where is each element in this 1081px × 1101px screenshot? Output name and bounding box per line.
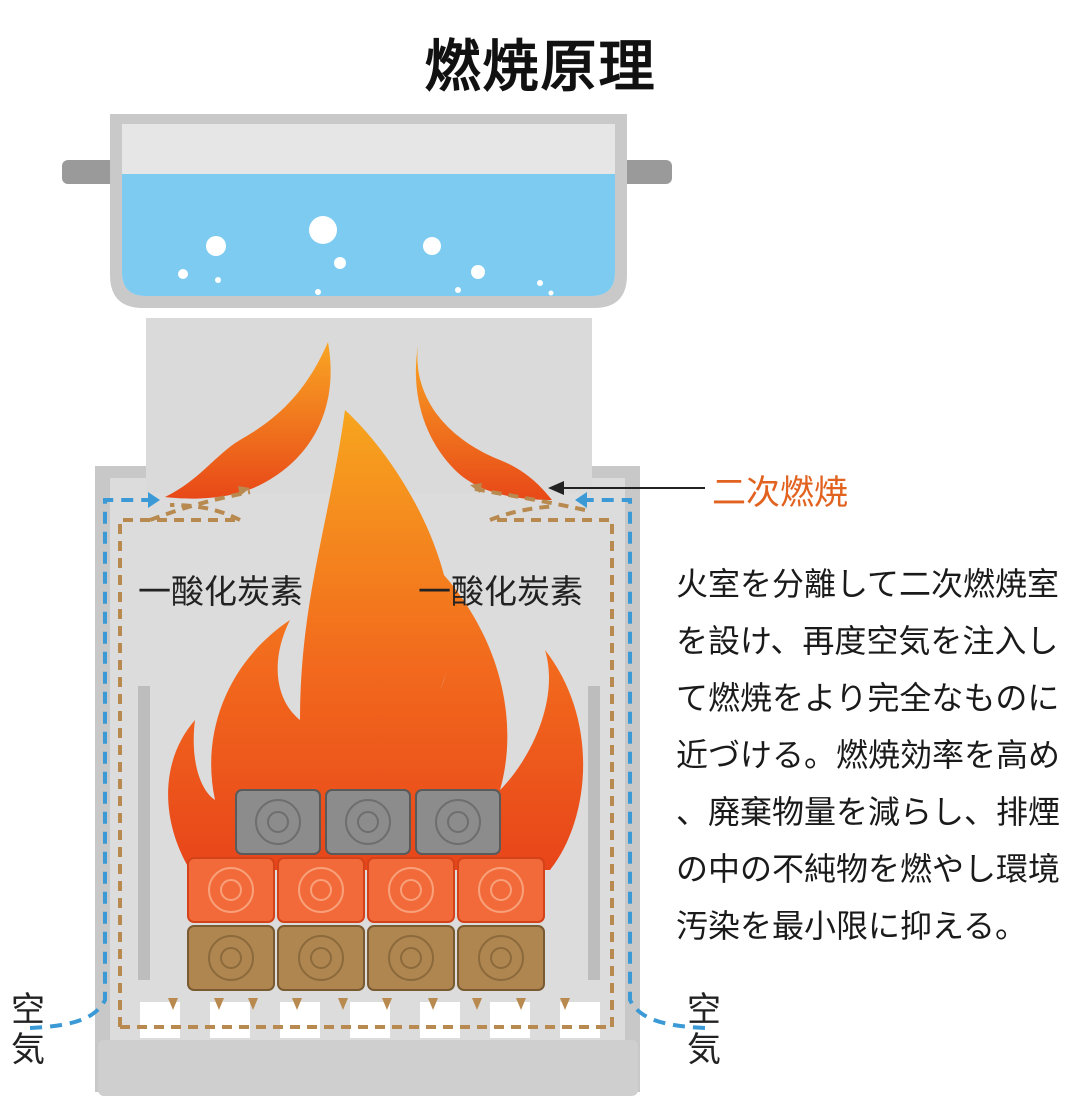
- air-flow-lines: [29, 498, 706, 1030]
- fresh-logs: [187, 925, 545, 991]
- description-line: 汚染を最小限に抑える。: [676, 907, 1028, 945]
- page-title: 燃焼原理: [424, 35, 657, 100]
- carbon-monoxide-label-right: 一酸化炭素: [418, 572, 583, 611]
- air-label-right-char2: 気: [687, 1030, 721, 1070]
- description-line: 火室を分離して二次燃焼室: [676, 565, 1060, 603]
- air-label-left: 空 気: [8, 990, 48, 1070]
- burning-logs: [187, 857, 545, 923]
- cooking-pot: [62, 114, 672, 308]
- air-flow-arrows: [148, 492, 587, 508]
- carbon-monoxide-label-left: 一酸化炭素: [138, 572, 303, 611]
- gas-flow-arrows: [168, 483, 570, 1010]
- ash-logs: [235, 789, 501, 855]
- secondary-flame-left: [165, 342, 331, 499]
- air-label-right-char1: 空: [687, 990, 721, 1030]
- description-line: て燃焼をより完全なものに: [676, 679, 1060, 717]
- stove-base: [98, 1040, 638, 1096]
- description-line: 近づける。燃焼効率を高め: [676, 736, 1061, 774]
- secondary-combustion-label: 二次燃焼: [712, 473, 848, 513]
- air-label-left-char2: 気: [11, 1030, 45, 1070]
- secondary-combustion-pointer: [548, 481, 705, 495]
- description: 火室を分離して二次燃焼室 を設け、再度空気を注入し て燃焼をより完全なものに 近…: [676, 556, 1076, 955]
- description-line: の中の不純物を燃やし環境: [676, 850, 1061, 888]
- bubbles: [178, 216, 554, 296]
- description-line: 、廃棄物量を減らし、排煙: [676, 793, 1061, 831]
- description-line: を設け、再度空気を注入し: [676, 622, 1059, 660]
- water: [122, 174, 615, 296]
- air-label-left-char1: 空: [11, 990, 45, 1030]
- air-label-right: 空 気: [684, 990, 724, 1070]
- wood-logs: [187, 789, 545, 991]
- secondary-flame-right: [415, 345, 552, 500]
- main-flame: [168, 410, 584, 870]
- pot-handle-left: [62, 160, 122, 184]
